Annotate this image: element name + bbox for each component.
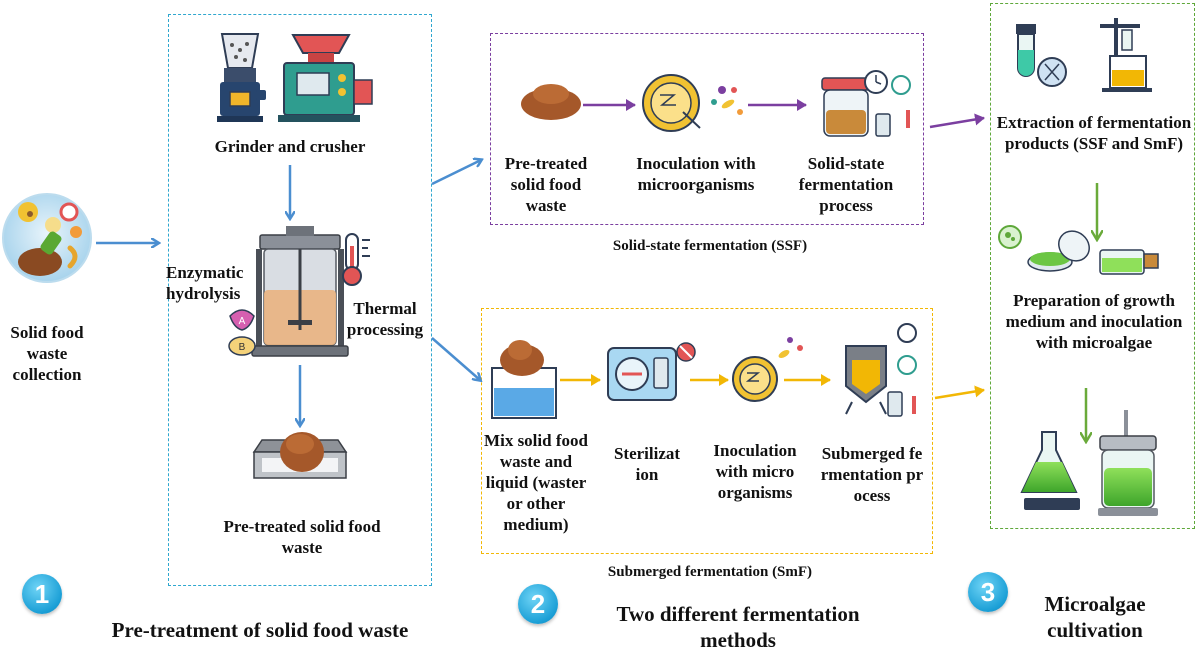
- smf-step-2-label: Sterilization: [613, 444, 681, 484]
- step-2-title: Two different fermentation methods: [616, 602, 860, 652]
- arrow-ssf-to-extraction: [929, 113, 985, 129]
- enzyme-b-text: B: [239, 342, 246, 353]
- ssf-fermenter-jar-icon: [821, 70, 911, 137]
- ssf-petri-dish-icon: [642, 74, 701, 132]
- crusher-machine-icon: [278, 34, 373, 122]
- ssf-step-1-label: Pre-treated solid food waste: [504, 154, 588, 215]
- smf-step-4-label: Submerged fermentation process: [820, 444, 924, 505]
- smf-petri-dish-icon: [732, 337, 803, 402]
- arrow-to-smf: [431, 337, 480, 380]
- step-3-badge: 3: [968, 572, 1008, 612]
- lab-stand-beaker-icon: [1100, 18, 1152, 92]
- smf-box: [481, 308, 933, 554]
- ssf-microbes-icon: [711, 86, 743, 115]
- extraction-label: Extraction of fermentation products (SSF…: [996, 113, 1192, 153]
- arrows: [96, 99, 1097, 440]
- photobioreactor-icon: [1098, 410, 1158, 516]
- step-2-badge: 2: [518, 584, 558, 624]
- pretreated-output-label: Pre-treated solid food waste: [223, 517, 381, 557]
- smf-step-1-label: Mix solid food waste and liquid (waster …: [484, 431, 588, 534]
- grinder-icon: [217, 33, 266, 122]
- enzyme-a-text: A: [239, 316, 246, 327]
- reactor-vessel-icon: [251, 226, 349, 357]
- enzymatic-label: Enzymatic hydrolysis: [166, 263, 244, 303]
- enzyme-icon: A B: [228, 309, 256, 356]
- smf-beaker-icon: [491, 340, 557, 419]
- ssf-caption: Solid-state fermentation (SSF): [612, 238, 808, 254]
- step-1-badge: 1: [22, 574, 62, 614]
- erlenmeyer-flask-icon: [1020, 431, 1080, 510]
- petri-dish-icon: [998, 225, 1090, 272]
- ssf-step-2-label: Inoculation with microorganisms: [636, 154, 756, 194]
- culture-flask-icon: [1099, 249, 1159, 275]
- collection-label: Solid food waste collection: [10, 323, 84, 384]
- smf-step-3-label: Inoculation with microorganisms: [713, 441, 797, 502]
- preparation-label: Preparation of growth medium and inocula…: [1005, 291, 1183, 352]
- arrow-to-ssf: [431, 160, 481, 186]
- thermometer-icon: [342, 233, 370, 286]
- pretreatment-box: [168, 14, 432, 586]
- food-waste-plate-icon: [2, 193, 92, 283]
- step-3-title: Microalgae cultivation: [1044, 592, 1146, 642]
- smf-autoclave-icon: [607, 342, 696, 401]
- grinder-label: Grinder and crusher: [214, 137, 366, 156]
- test-tube-dna-icon: [1016, 24, 1067, 87]
- smf-fermenter-icon: [845, 323, 917, 417]
- ssf-food-waste-icon: [521, 84, 581, 120]
- ssf-step-3-label: Solid-state fermentation process: [798, 154, 894, 215]
- smf-caption: Submerged fermentation (SmF): [607, 564, 813, 580]
- thermal-label: Thermal processing: [346, 299, 424, 339]
- tray-food-waste-icon: [252, 432, 348, 479]
- microalgae-box: [990, 3, 1195, 529]
- step-1-title: Pre-treatment of solid food waste: [111, 618, 409, 642]
- ssf-box: [490, 33, 924, 225]
- arrow-smf-to-extraction: [934, 385, 985, 400]
